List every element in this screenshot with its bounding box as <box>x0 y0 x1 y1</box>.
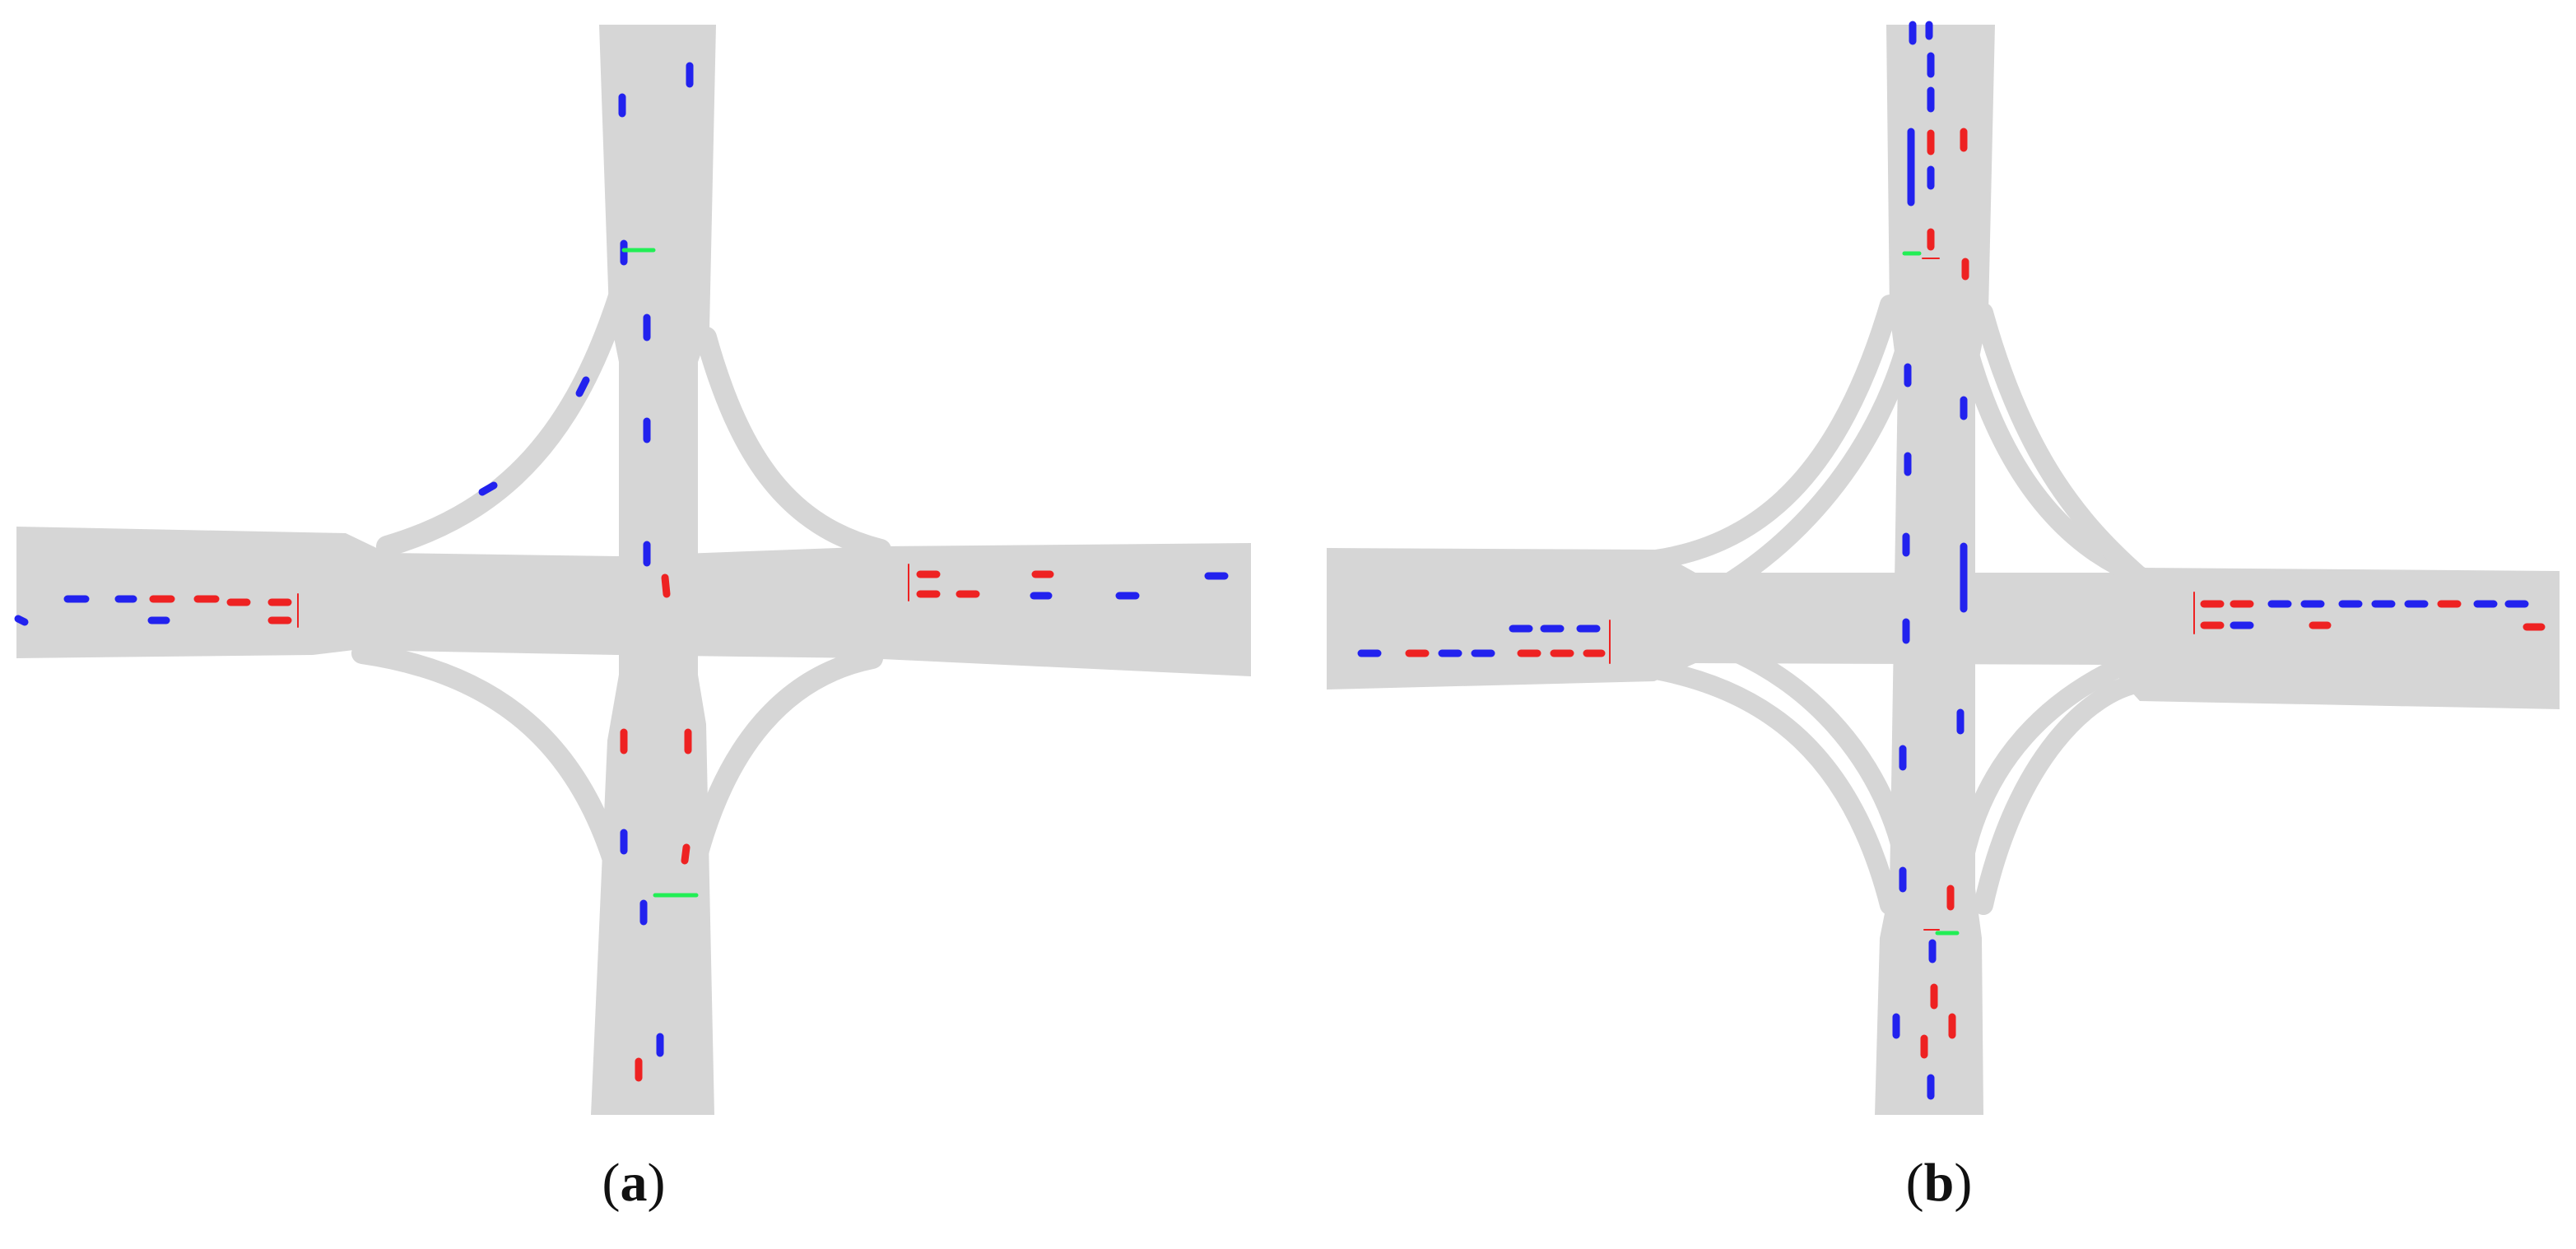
panel-b-caption: (b) <box>1857 1152 2021 1214</box>
panel-b-vehicles <box>1357 21 2546 1100</box>
vehicle <box>575 376 590 397</box>
caption-open-paren: ( <box>1905 1153 1924 1213</box>
caption-letter: b <box>1923 1153 1955 1213</box>
panel-a-vehicles <box>14 62 1229 1082</box>
caption-close-paren: ) <box>1954 1153 1973 1213</box>
panel-a-turn-ramps <box>351 286 891 916</box>
panel-b-turn-ramps <box>1646 295 2155 915</box>
vehicle <box>14 615 29 626</box>
caption-close-paren: ) <box>647 1153 666 1213</box>
panel-a-intersection <box>14 25 1251 1115</box>
caption-open-paren: ( <box>602 1153 621 1213</box>
vehicle <box>661 573 671 598</box>
panel-a-caption: (a) <box>551 1152 716 1214</box>
vehicle <box>681 843 690 865</box>
caption-letter: a <box>620 1153 648 1213</box>
panel-b-intersection <box>1327 21 2560 1115</box>
vehicle <box>478 481 498 496</box>
